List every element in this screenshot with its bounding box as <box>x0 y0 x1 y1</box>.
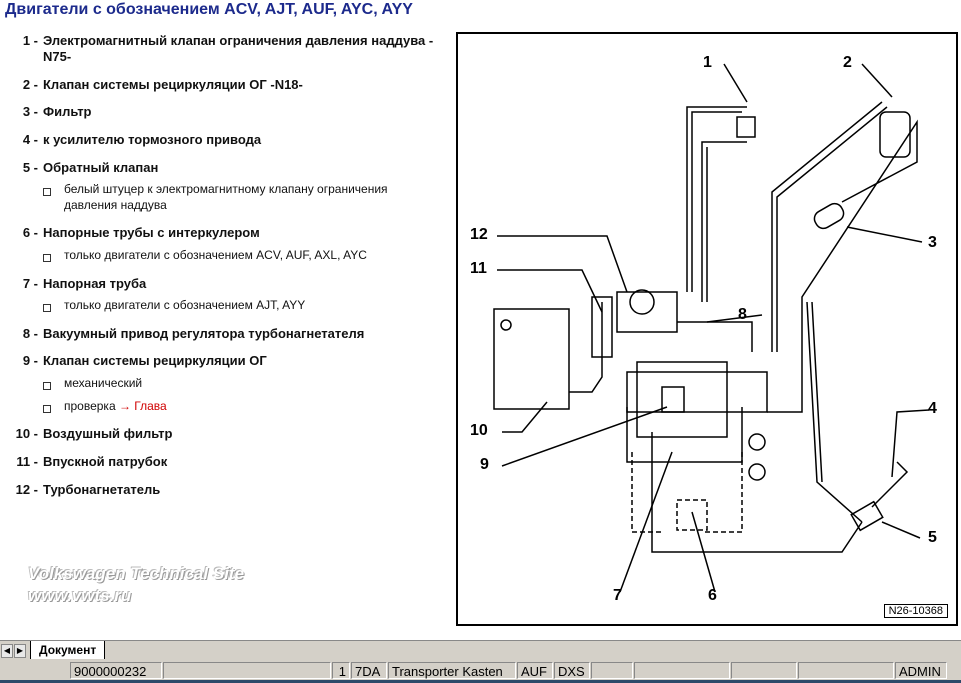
item-number: 9 - <box>22 353 38 368</box>
chapter-link[interactable]: → Глава <box>118 399 167 413</box>
bullet-icon <box>43 304 51 312</box>
vacuum-diagram: 1 2 3 4 5 6 7 8 9 10 11 12 N26-10368 <box>456 32 958 626</box>
sub-item: механический <box>64 376 143 390</box>
bullet-icon <box>43 405 51 413</box>
callout-8: 8 <box>738 306 747 323</box>
air-filter-shape <box>493 308 570 410</box>
figure-code: N26-10368 <box>883 604 948 618</box>
item-text: Клапан системы рециркуляции ОГ <box>43 353 267 368</box>
item-number: 1 - <box>22 33 38 48</box>
item-number: 4 - <box>22 132 38 147</box>
tab-bar: ◀ ▶ Документ <box>0 640 961 660</box>
bullet-icon <box>43 382 51 390</box>
callout-1: 1 <box>703 54 712 71</box>
status-cell <box>634 662 730 679</box>
item-text: Вакуумный привод регулятора турбонагнета… <box>43 326 365 341</box>
item-number: 7 - <box>22 276 38 291</box>
item-number: 5 - <box>22 160 38 175</box>
status-gearbox: DXS <box>554 662 590 679</box>
status-bar: 9000000232 1 7DA Transporter Kasten AUF … <box>0 660 961 683</box>
item-number: 10 - <box>15 426 38 441</box>
tab-next-button[interactable]: ▶ <box>14 644 26 658</box>
item-text: Обратный клапан <box>43 160 159 175</box>
item-number: 2 - <box>22 77 38 92</box>
sub-item: белый штуцер к электромагнитному клапану… <box>64 182 388 196</box>
callout-4: 4 <box>928 400 937 417</box>
item-number: 6 - <box>22 225 38 240</box>
status-cell <box>798 662 894 679</box>
item-text: Клапан системы рециркуляции ОГ -N18- <box>43 77 303 92</box>
item-text: N75- <box>43 49 72 64</box>
bullet-icon <box>43 188 51 196</box>
item-number: 11 - <box>16 454 38 469</box>
callout-3: 3 <box>928 234 937 251</box>
status-model: Transporter Kasten <box>388 662 516 679</box>
page-title: Двигатели с обозначением ACV, AJT, AUF, … <box>5 1 413 18</box>
callout-7: 7 <box>613 587 622 604</box>
status-engine: AUF <box>517 662 553 679</box>
item-text: Впускной патрубок <box>43 454 168 469</box>
item-text: Электромагнитный клапан ограничения давл… <box>43 33 434 48</box>
tab-document[interactable]: Документ <box>30 641 106 659</box>
status-cell: 1 <box>332 662 350 679</box>
sub-item: давления наддува <box>64 198 167 212</box>
status-cell <box>163 662 331 679</box>
callout-6: 6 <box>708 587 717 604</box>
bullet-icon <box>43 254 51 262</box>
status-cell: 7DA <box>351 662 387 679</box>
sub-item: только двигатели с обозначением AJT, AYY <box>64 298 306 312</box>
item-text: Воздушный фильтр <box>43 426 173 441</box>
watermark: Volkswagen Technical Site <box>28 564 245 583</box>
callout-5: 5 <box>928 529 937 546</box>
status-cell <box>591 662 633 679</box>
status-doc-number: 9000000232 <box>70 662 162 679</box>
item-number: 8 - <box>22 326 38 341</box>
tab-prev-button[interactable]: ◀ <box>1 644 13 658</box>
status-user: ADMIN <box>895 662 947 679</box>
callout-2: 2 <box>843 54 852 71</box>
callout-11: 11 <box>470 260 487 277</box>
callout-12: 12 <box>470 226 488 243</box>
status-cell <box>731 662 797 679</box>
item-number: 3 - <box>22 104 38 119</box>
callout-9: 9 <box>480 456 489 473</box>
item-number: 12 - <box>15 482 38 497</box>
item-text: Напорные трубы с интеркулером <box>43 225 260 240</box>
sub-item: проверка <box>64 399 116 413</box>
callout-10: 10 <box>470 422 488 439</box>
item-text: Турбонагнетатель <box>43 482 161 497</box>
sub-item: только двигатели с обозначением ACV, AUF… <box>64 248 367 262</box>
item-text: Фильтр <box>43 104 92 119</box>
item-text: Напорная труба <box>43 276 147 291</box>
item-text: к усилителю тормозного привода <box>43 132 262 147</box>
watermark: www.vwts.ru <box>28 586 132 605</box>
